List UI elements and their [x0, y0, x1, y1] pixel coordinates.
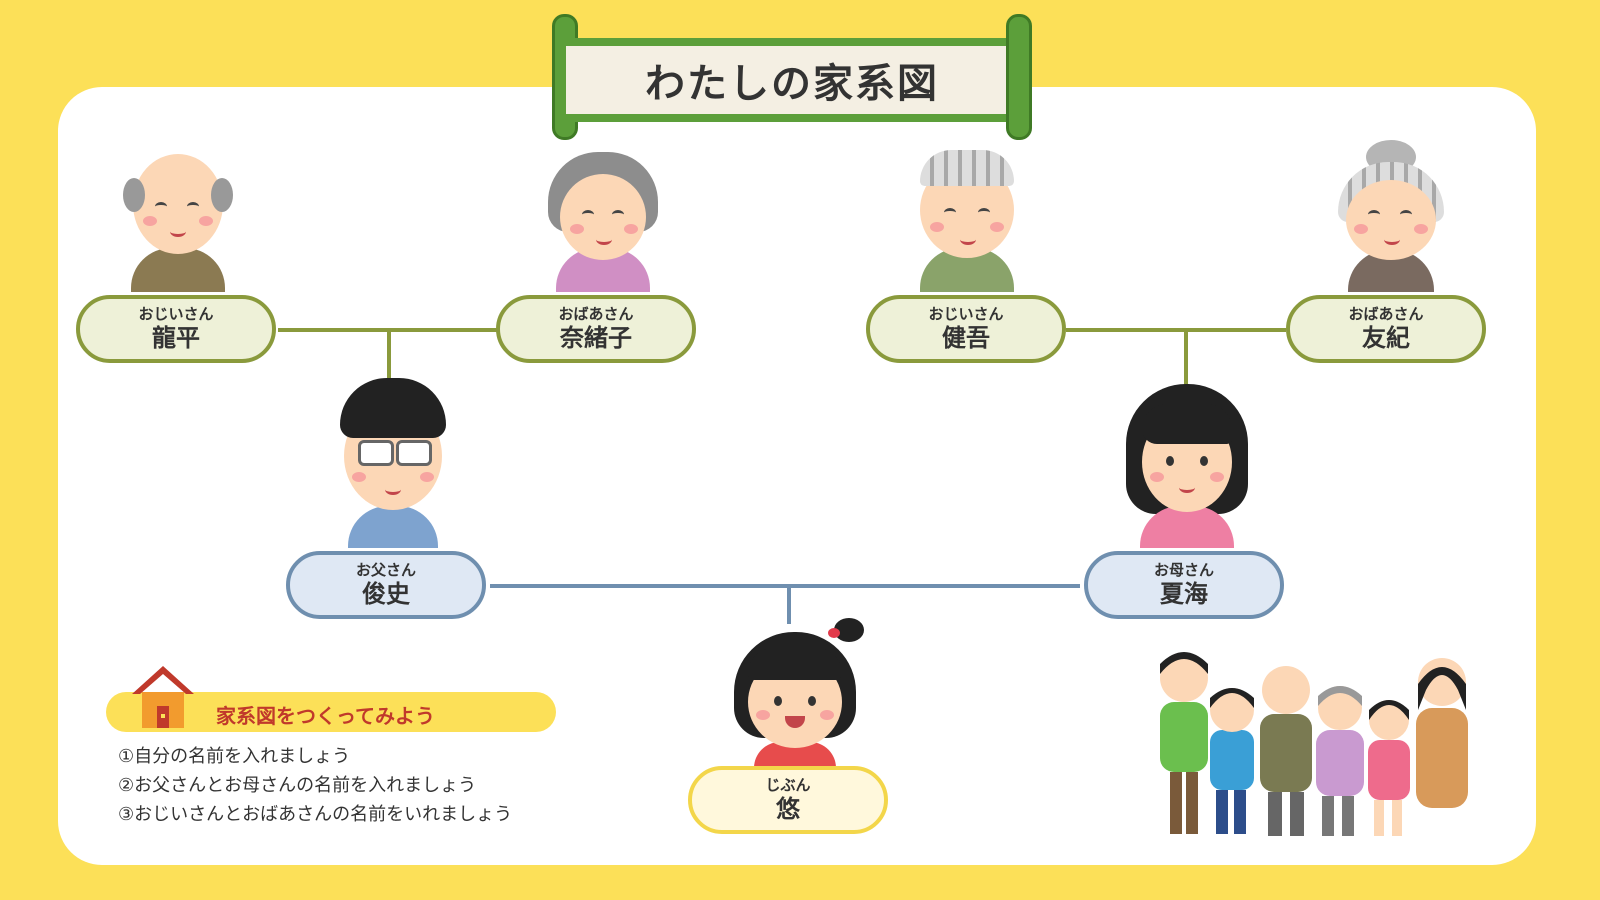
node-role: おばあさん: [1348, 305, 1424, 323]
grandfather-maternal-illustration: [902, 150, 1032, 292]
connector-parents: [490, 584, 1080, 588]
node-role: おばあさん: [558, 305, 634, 323]
node-role: おじいさん: [138, 305, 214, 323]
grandfather-paternal-node[interactable]: おじいさん 龍平: [76, 295, 276, 363]
connector-parents-to-self: [787, 586, 791, 624]
family-group-illustration: [1160, 652, 1468, 836]
node-role: おじいさん: [928, 305, 1004, 323]
father-node[interactable]: お父さん 俊史: [286, 551, 486, 619]
node-name: 奈緒子: [560, 324, 632, 352]
node-name: 悠: [776, 795, 800, 823]
scroll-paper: わたしの家系図: [566, 38, 1018, 122]
grandmother-paternal-node[interactable]: おばあさん 奈緒子: [496, 295, 696, 363]
node-name: 龍平: [152, 324, 200, 352]
father-illustration: [328, 378, 458, 548]
node-name: 俊史: [362, 580, 410, 608]
house-icon: [132, 666, 194, 728]
grandfather-maternal-node[interactable]: おじいさん 健吾: [866, 295, 1066, 363]
instructions-list: ①自分の名前を入れましょう ②お父さんとお母さんの名前を入れましょう ③おじいさ…: [118, 742, 512, 829]
mother-illustration: [1122, 384, 1252, 548]
instruction-step: ③おじいさんとおばあさんの名前をいれましょう: [118, 804, 513, 825]
mother-node[interactable]: お母さん 夏海: [1084, 551, 1284, 619]
instruction-step: ②お父さんとお母さんの名前を入れましょう: [118, 775, 477, 796]
self-node[interactable]: じぶん 悠: [688, 766, 888, 834]
instruction-step: ①自分の名前を入れましょう: [118, 746, 351, 767]
grandfather-paternal-illustration: [113, 152, 243, 292]
node-role: お父さん: [355, 561, 416, 579]
instructions-title: 家系図をつくってみよう: [216, 704, 435, 728]
grandmother-paternal-illustration: [538, 152, 668, 292]
self-illustration: [730, 618, 864, 768]
grandmother-maternal-illustration: [1326, 140, 1456, 292]
node-name: 健吾: [942, 324, 990, 352]
connector-paternal-to-father: [387, 330, 391, 388]
connector-maternal-to-mother: [1184, 330, 1188, 388]
scroll-rod-right: [1006, 14, 1032, 140]
node-role: じぶん: [765, 776, 811, 794]
grandmother-maternal-node[interactable]: おばあさん 友紀: [1286, 295, 1486, 363]
title-scroll: わたしの家系図: [552, 14, 1032, 140]
page-title: わたしの家系図: [645, 61, 939, 107]
node-name: 友紀: [1362, 324, 1410, 352]
connector-maternal-grandparents: [1066, 328, 1286, 332]
node-name: 夏海: [1160, 580, 1208, 608]
node-role: お母さん: [1153, 561, 1214, 579]
